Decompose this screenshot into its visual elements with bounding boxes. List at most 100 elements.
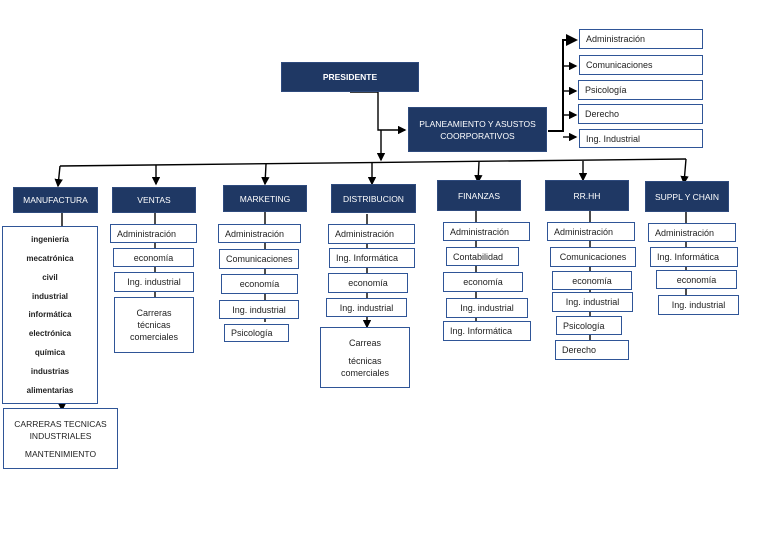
distribucion-item: economía (328, 273, 408, 293)
dept-name: MANUFACTURA (23, 195, 88, 205)
planning-item-label: Psicología (585, 85, 627, 95)
item-label: Administración (225, 228, 285, 239)
extra-line: Carreas (348, 337, 381, 348)
connector-president-planning (350, 91, 407, 135)
rrhh-item: Comunicaciones (550, 247, 636, 267)
item-label: economía (572, 275, 612, 286)
distribucion-item: Ing. industrial (326, 298, 407, 317)
dept-header-ventas: VENTAS (112, 187, 196, 213)
supply-chain-item: Administración (648, 223, 736, 242)
marketing-item: Comunicaciones (219, 249, 299, 269)
planning-title-2: COORPORATIVOS (440, 130, 515, 141)
planning-item: Psicología (578, 80, 703, 100)
item-label: Comunicaciones (559, 252, 627, 262)
item-label: Ing. industrial (565, 297, 620, 307)
dept-header-manufactura: MANUFACTURA (13, 187, 98, 213)
item-label: economía (676, 274, 717, 285)
supply-chain-item: Ing. industrial (658, 295, 739, 315)
finanzas-item: Contabilidad (446, 247, 519, 266)
career-item: civil (42, 272, 58, 282)
item-label: economía (133, 252, 174, 263)
career-item: industrias (30, 367, 70, 377)
item-label: Psicología (563, 320, 605, 331)
career-item: industrial (31, 291, 68, 301)
item-label: Administración (554, 226, 614, 237)
extra-line: técnicas (137, 320, 171, 330)
extra-line: CARRERAS TECNICAS (14, 418, 107, 429)
dept-header-supply-chain: SUPPL Y CHAIN (645, 181, 729, 212)
career-item: ingeniería (31, 234, 69, 244)
dept-header-marketing: MARKETING (223, 185, 307, 212)
marketing-item: Psicología (224, 324, 289, 342)
distribucion-item: Ing. Informática (329, 248, 415, 268)
item-label: Derecho (562, 345, 597, 355)
dept-name: FINANZAS (457, 190, 501, 201)
planning-item-label: Ing. Industrial (586, 133, 641, 144)
item-label: Ing. Informática (657, 252, 720, 262)
planning-item-label: Administración (586, 34, 646, 44)
rrhh-item: Ing. industrial (552, 292, 633, 312)
distribucion-extra: Carreas técnicas comerciales (320, 327, 410, 388)
item-label: Administración (335, 229, 395, 239)
rrhh-item: Psicología (556, 316, 622, 335)
dept-header-distribucion: DISTRIBUCION (331, 184, 416, 213)
planning-item: Derecho (578, 104, 703, 124)
extra-line: comerciales (340, 367, 389, 378)
item-label: Administración (655, 227, 715, 238)
career-item: química (34, 348, 66, 358)
rrhh-item: Derecho (555, 340, 629, 360)
extra-line: INDUSTRIALES (29, 430, 92, 441)
planning-item-label: Derecho (585, 109, 620, 119)
item-label: Comunicaciones (226, 254, 293, 264)
planning-item: Administración (579, 29, 703, 49)
dept-name: SUPPL Y CHAIN (654, 191, 720, 202)
item-label: Ing. industrial (232, 304, 286, 315)
item-label: economía (463, 277, 503, 287)
dept-name: MARKETING (239, 193, 291, 204)
planning-item: Ing. Industrial (579, 129, 703, 148)
supply-chain-item: Ing. Informática (650, 247, 738, 267)
career-item: mecatrónica (26, 253, 74, 263)
distribucion-item: Administración (328, 224, 415, 244)
extra-line: comerciales (129, 332, 178, 342)
finanzas-item: economía (443, 272, 523, 292)
president-box: PRESIDENTE (281, 62, 419, 92)
item-label: economía (348, 278, 388, 288)
planning-title-1: PLANEAMIENTO Y ASUSTOS (419, 118, 536, 129)
rrhh-item: Administración (547, 222, 635, 241)
career-item: informática (28, 310, 72, 320)
connector-bus (59, 158, 687, 167)
supply-chain-item: economía (656, 270, 737, 289)
item-label: Administración (117, 228, 177, 239)
president-label: PRESIDENTE (322, 72, 378, 82)
item-label: Ing. industrial (460, 303, 514, 313)
item-label: Ing. industrial (339, 302, 394, 313)
finanzas-item: Administración (443, 222, 530, 241)
dept-header-finanzas: FINANZAS (437, 180, 521, 211)
extra-line: Carreras (136, 308, 172, 318)
item-label: economía (239, 279, 280, 289)
item-label: Contabilidad (453, 251, 504, 262)
item-label: Psicología (231, 328, 273, 338)
ventas-item: Ing. industrial (114, 272, 194, 292)
career-item: alimentarias (26, 385, 74, 395)
marketing-item: Ing. industrial (219, 300, 299, 319)
planning-item-label: Comunicaciones (586, 60, 653, 70)
manufactura-extra: CARRERAS TECNICAS INDUSTRIALES MANTENIMI… (3, 408, 118, 469)
extra-line: técnicas (348, 355, 382, 366)
item-label: Ing. industrial (127, 277, 181, 287)
ventas-item: Administración (110, 224, 197, 243)
item-label: Ing. Informática (450, 326, 513, 336)
dept-name: RR.HH (573, 190, 601, 201)
item-label: Ing. Informática (336, 253, 399, 263)
career-item: electrónica (28, 329, 72, 339)
dept-name: DISTRIBUCION (343, 193, 404, 204)
marketing-item: economía (221, 274, 298, 294)
dept-name: VENTAS (137, 195, 171, 205)
manufactura-careers: ingeniería mecatrónica civil industrial … (2, 226, 98, 404)
item-label: Ing. industrial (671, 300, 726, 310)
planning-item: Comunicaciones (579, 55, 703, 75)
rrhh-item: economía (552, 271, 632, 290)
item-label: Administración (450, 226, 510, 237)
dept-header-rrhh: RR.HH (545, 180, 629, 211)
